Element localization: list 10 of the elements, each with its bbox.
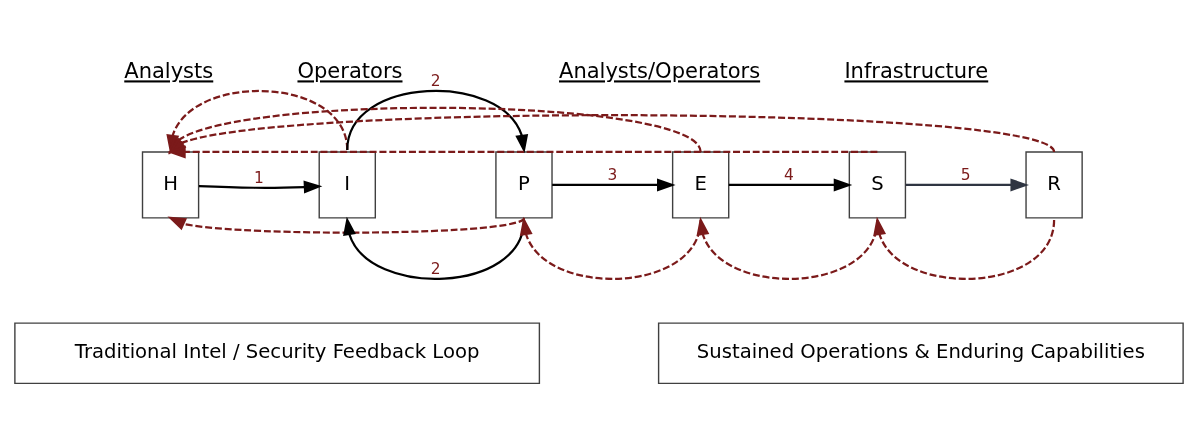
edge-label: 3 — [607, 165, 618, 184]
edge-label: 2 — [430, 71, 441, 90]
label: Analysts — [124, 57, 214, 83]
edge-label: 4 — [784, 165, 794, 184]
label: Analysts/Operators — [559, 57, 761, 83]
edge-label: 2 — [430, 259, 441, 278]
label: Infrastructure — [844, 57, 989, 83]
label: Operators — [297, 57, 403, 83]
edge-label: 1 — [254, 168, 264, 187]
edge-label: 5 — [960, 165, 971, 184]
